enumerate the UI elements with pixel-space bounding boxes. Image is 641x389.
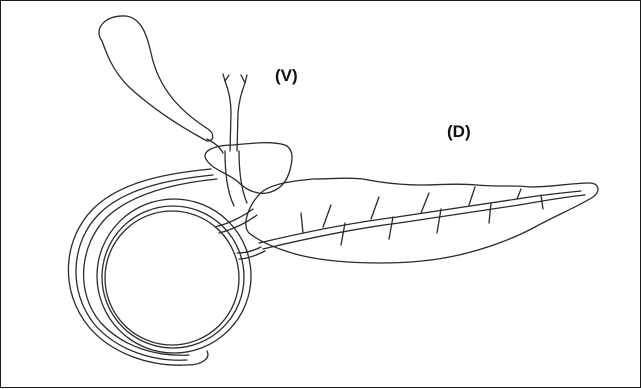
ventral-label: (V) xyxy=(275,67,298,84)
duct-branches xyxy=(301,187,543,245)
intestinal-ring-middle xyxy=(102,206,244,348)
duodenum-lumen xyxy=(76,175,213,360)
dorsal-label: (D) xyxy=(447,123,471,140)
hepatic-duct-fork-left xyxy=(223,74,229,81)
duodenum-outer xyxy=(68,169,211,365)
hepatic-duct-right xyxy=(237,83,245,151)
dorsal-pancreas xyxy=(246,178,598,263)
pancreatic-duct-inner xyxy=(263,195,585,249)
hepatic-duct-left xyxy=(225,81,231,151)
intestinal-ring-outer xyxy=(97,199,251,353)
hepatic-duct-fork-right xyxy=(241,75,247,83)
pancreatic-duct xyxy=(259,191,581,243)
intestinal-ring-inner xyxy=(105,211,239,345)
common-bile-duct xyxy=(225,151,247,206)
duodenum-inner xyxy=(84,179,217,355)
gallbladder xyxy=(99,16,213,141)
ventral-bud xyxy=(205,143,292,194)
